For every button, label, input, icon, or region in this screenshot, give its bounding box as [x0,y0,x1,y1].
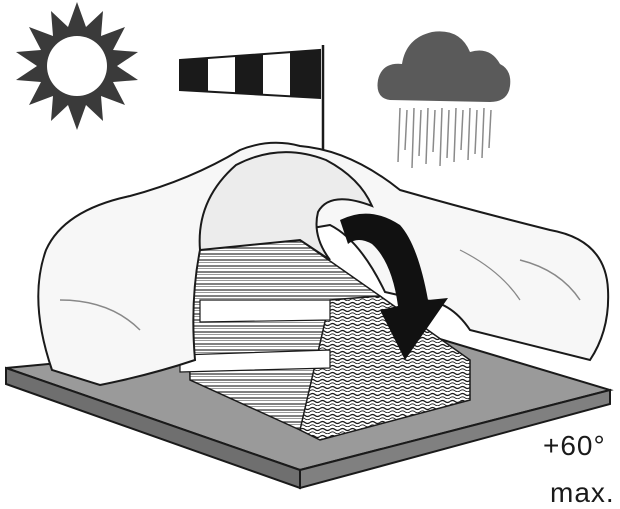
rain-cloud-icon [378,31,511,168]
max-label: max. [550,479,615,507]
sun-icon [16,2,138,130]
windsock-icon [180,45,323,150]
temperature-label: +60° [543,432,606,460]
